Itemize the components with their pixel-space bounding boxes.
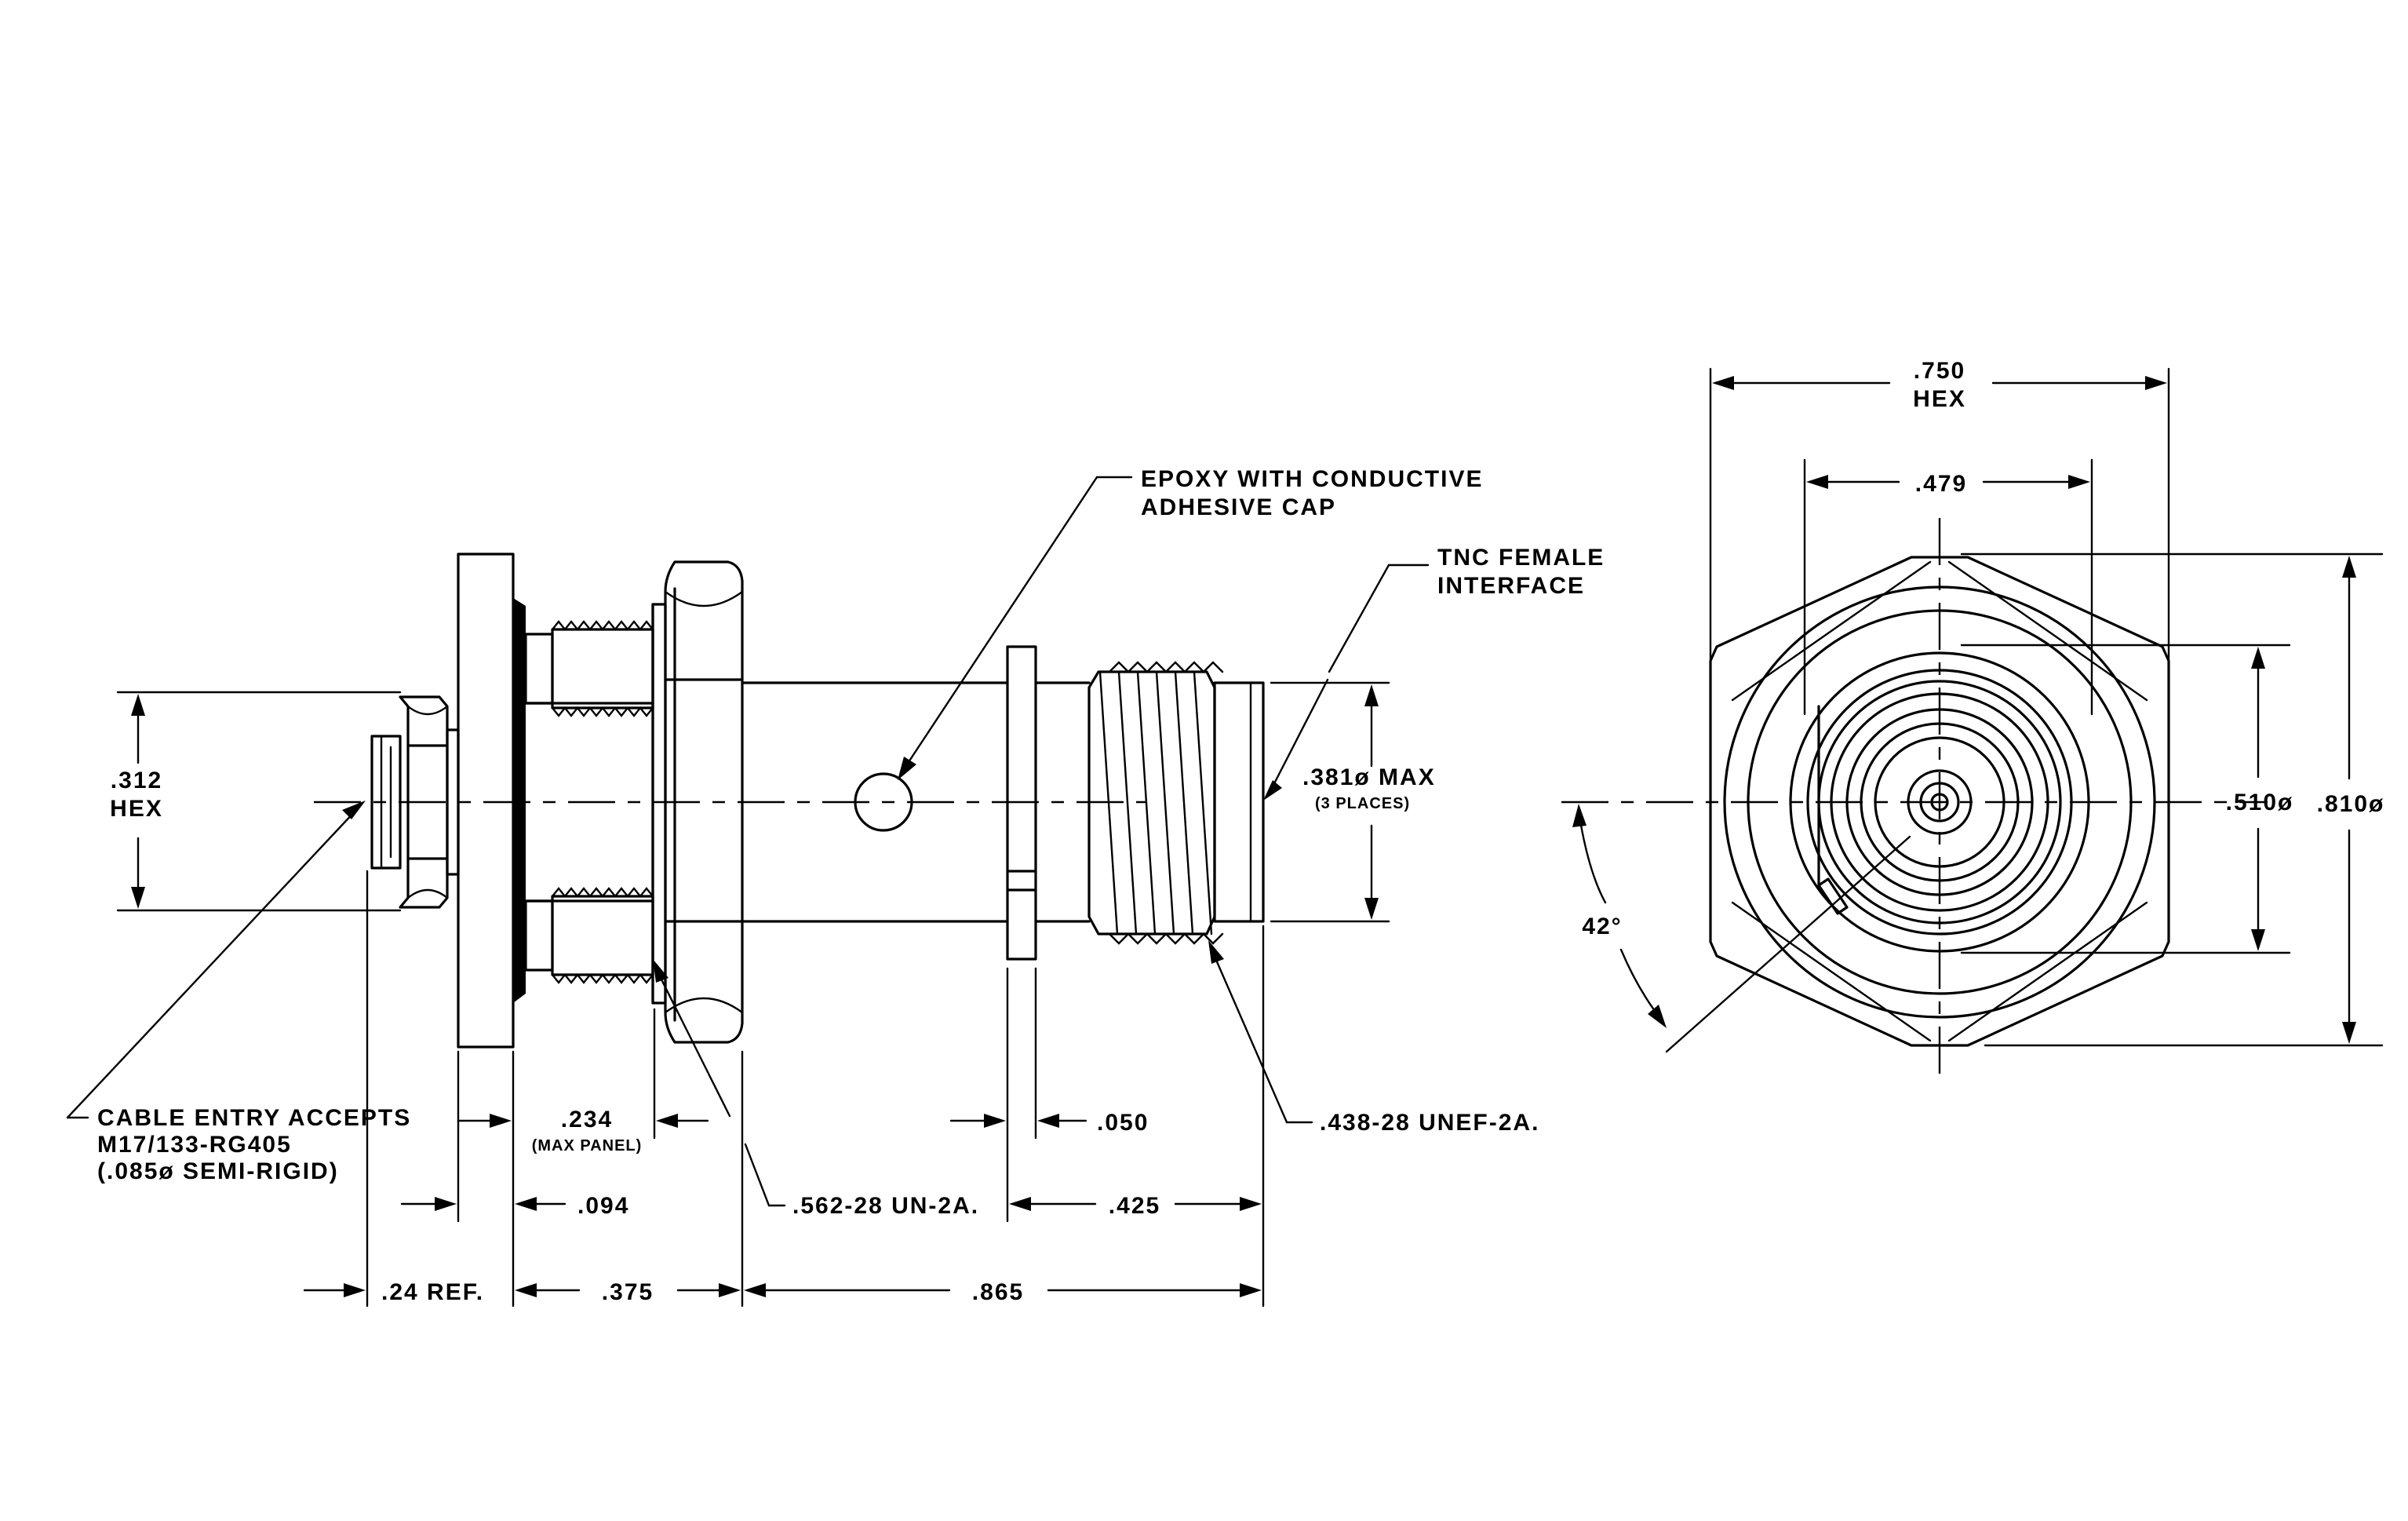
dim-479-value: .479: [1915, 471, 1967, 497]
center-pin: [1930, 793, 1949, 812]
tnc-ring: [1006, 645, 1091, 961]
dim-865-value: .865: [972, 1279, 1024, 1305]
cable-note-line3: (.085ø SEMI-RIGID): [97, 1158, 339, 1184]
side-view: .312 HEX .381ø MAX (3 PLACES) EPOXY WITH…: [66, 466, 1605, 1308]
lock-washer: [651, 603, 667, 1005]
ring-810: [1723, 585, 2156, 1019]
dim-479: .479: [1803, 458, 2093, 716]
dim-810: .810ø: [1960, 553, 2385, 1047]
cable-note-line1: CABLE ENTRY ACCEPTS: [97, 1105, 411, 1131]
thread-438-text: .438-28 UNEF-2A.: [1320, 1110, 1539, 1136]
dim-094-value: .094: [577, 1193, 629, 1219]
dim-375-value: .375: [602, 1279, 654, 1305]
dim-050-value: .050: [1097, 1110, 1149, 1136]
dim-234: .234 (MAX PANEL): [457, 1107, 709, 1154]
cable-entry-stub: [370, 735, 402, 870]
dim-094: .094: [400, 1193, 629, 1219]
dim-510-value: .510ø: [2226, 790, 2294, 815]
dim-24-value: .24 REF.: [381, 1279, 484, 1305]
dim-865: .865: [744, 1279, 1262, 1305]
thread-438-callout: .438-28 UNEF-2A.: [1208, 940, 1539, 1136]
dim-375: .375: [515, 1279, 741, 1305]
mounting-threads: [524, 603, 654, 1005]
cable-note-line2: M17/133-RG405: [97, 1132, 292, 1158]
dim-510: .510ø: [1960, 644, 2294, 954]
dim-312-unit: HEX: [110, 796, 163, 822]
epoxy-note-line2: ADHESIVE CAP: [1141, 494, 1336, 520]
dim-24-ref: .24 REF.: [303, 1279, 484, 1305]
dim-810-value: .810ø: [2317, 791, 2385, 817]
dim-381-max: .381ø MAX (3 PLACES): [1263, 678, 1436, 923]
dim-750-unit: HEX: [1913, 386, 1966, 412]
dim-425-value: .425: [1109, 1193, 1160, 1219]
flange: [457, 553, 526, 1049]
dim-750-hex: .750 HEX: [1709, 358, 2170, 692]
extension-lines: [366, 870, 1265, 1308]
dim-381-note: (3 PLACES): [1315, 795, 1410, 812]
ring-510: [1789, 651, 2090, 953]
dim-425: .425: [1009, 1193, 1262, 1219]
key-notch: [1817, 877, 1849, 915]
end-view: .750 HEX .479 .510ø: [1561, 358, 2385, 1075]
dim-312-value: .312: [111, 768, 162, 793]
thread-562-callout: .562-28 UN-2A.: [653, 959, 979, 1219]
body-cylinder: [741, 681, 1009, 923]
thread-562-text: .562-28 UN-2A.: [792, 1193, 979, 1219]
tnc-thread: [1087, 661, 1265, 945]
angle-ref-line: [1665, 835, 1911, 1053]
large-hex-nut: [664, 560, 744, 1044]
tnc-note-line1: TNC FEMALE: [1437, 545, 1605, 571]
dim-42-angle: 42°: [1572, 804, 1667, 1028]
dim-234-note: (MAX PANEL): [532, 1137, 643, 1154]
dim-42-value: 42°: [1582, 914, 1622, 939]
epoxy-note: EPOXY WITH CONDUCTIVE ADHESIVE CAP: [898, 466, 1483, 780]
dim-050: .050: [949, 1110, 1149, 1136]
dim-312-hex: .312 HEX: [110, 691, 402, 912]
tnc-note-line2: INTERFACE: [1437, 573, 1585, 599]
dim-381-value: .381ø MAX: [1302, 764, 1436, 790]
dim-750-value: .750: [1914, 358, 1965, 384]
tnc-note: TNC FEMALE INTERFACE: [1328, 545, 1605, 673]
epoxy-cap: [854, 772, 913, 832]
cable-entry-note: CABLE ENTRY ACCEPTS M17/133-RG405 (.085ø…: [66, 801, 411, 1184]
epoxy-note-line1: EPOXY WITH CONDUCTIVE: [1141, 466, 1483, 492]
dim-234-value: .234: [561, 1107, 613, 1133]
